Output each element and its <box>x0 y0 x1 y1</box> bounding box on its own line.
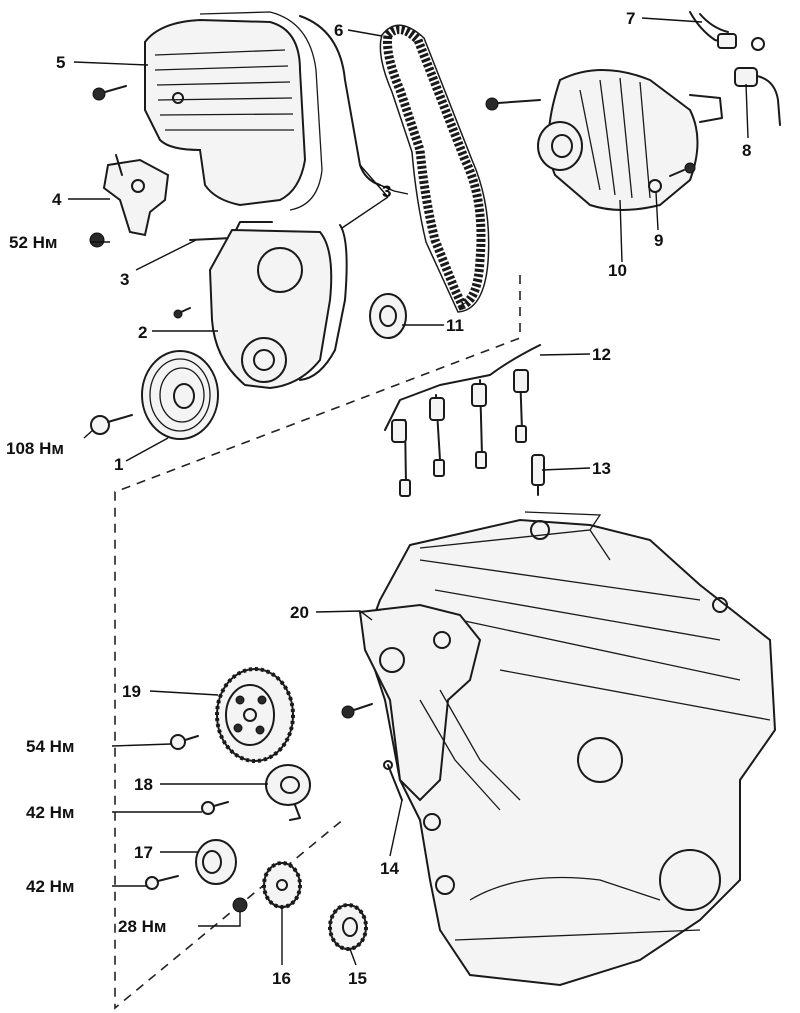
torque-42-upper: 42 Нм <box>26 803 75 822</box>
part-nut <box>232 897 248 913</box>
part-cover-gasket-upper <box>299 15 381 186</box>
part-timing-belt <box>379 24 490 313</box>
callout-8: 8 <box>742 141 751 160</box>
part-belt-guide-washer <box>369 293 407 339</box>
part-alternator-small-bolt <box>669 162 696 177</box>
part-spark-plug <box>531 454 545 496</box>
callout-15: 15 <box>348 969 367 988</box>
callout-3-lower: 3 <box>120 270 129 289</box>
callout-3-upper: 3 <box>382 182 391 201</box>
callout-labels: 5 6 7 8 9 10 4 52 Нм 3 3 2 11 12 13 108 … <box>6 9 751 988</box>
part-upper-timing-cover <box>144 11 323 211</box>
callout-13: 13 <box>592 459 611 478</box>
callout-9: 9 <box>654 231 663 250</box>
part-oil-pump-gear <box>262 861 302 909</box>
part-bracket-bolt <box>89 232 105 248</box>
part-camshaft-pulley <box>215 667 295 763</box>
torque-52: 52 Нм <box>9 233 58 252</box>
part-alternator <box>537 69 723 211</box>
part-cover-bolt <box>92 85 127 101</box>
part-cover-gasket-lower <box>299 224 348 381</box>
callout-1: 1 <box>114 455 123 474</box>
part-plate-bolt <box>341 703 373 719</box>
callout-20: 20 <box>290 603 309 622</box>
part-connector-plug <box>734 67 781 126</box>
callout-2: 2 <box>138 323 147 342</box>
part-tensioner-bracket <box>102 154 170 237</box>
part-washer <box>648 179 662 193</box>
part-tensioner-pulley <box>195 839 237 885</box>
part-idler-bolt <box>201 801 229 815</box>
callout-16: 16 <box>272 969 291 988</box>
part-crankshaft-pulley <box>141 350 219 440</box>
part-small-bolt <box>173 307 191 319</box>
part-alternator-bolt <box>485 97 541 111</box>
part-cam-pulley-bolt <box>170 734 199 750</box>
part-ignition-wire-set <box>384 344 541 497</box>
torque-42-lower: 42 Нм <box>26 877 75 896</box>
torque-54: 54 Нм <box>26 737 75 756</box>
callout-10: 10 <box>608 261 627 280</box>
part-stud <box>383 760 403 801</box>
callout-17: 17 <box>134 843 153 862</box>
callout-19: 19 <box>122 682 141 701</box>
part-idler-pulley <box>265 764 311 821</box>
callout-6: 6 <box>334 21 343 40</box>
part-crankshaft-gear <box>328 903 368 951</box>
part-wire-harness-connector <box>689 11 765 51</box>
leader-lines <box>68 17 749 966</box>
torque-28: 28 Нм <box>118 917 167 936</box>
callout-14: 14 <box>380 859 399 878</box>
callout-18: 18 <box>134 775 153 794</box>
callout-5: 5 <box>56 53 65 72</box>
callout-11: 11 <box>446 316 464 335</box>
callout-7: 7 <box>626 9 635 28</box>
callout-12: 12 <box>592 345 611 364</box>
part-rear-timing-plate <box>358 603 521 811</box>
part-lower-timing-cover <box>208 228 333 390</box>
torque-108: 108 Нм <box>6 439 64 458</box>
part-pulley-bolt <box>90 414 133 435</box>
part-tensioner-bolt <box>145 875 179 890</box>
callout-4: 4 <box>52 190 62 209</box>
dashed-assembly-outline <box>114 275 521 1010</box>
